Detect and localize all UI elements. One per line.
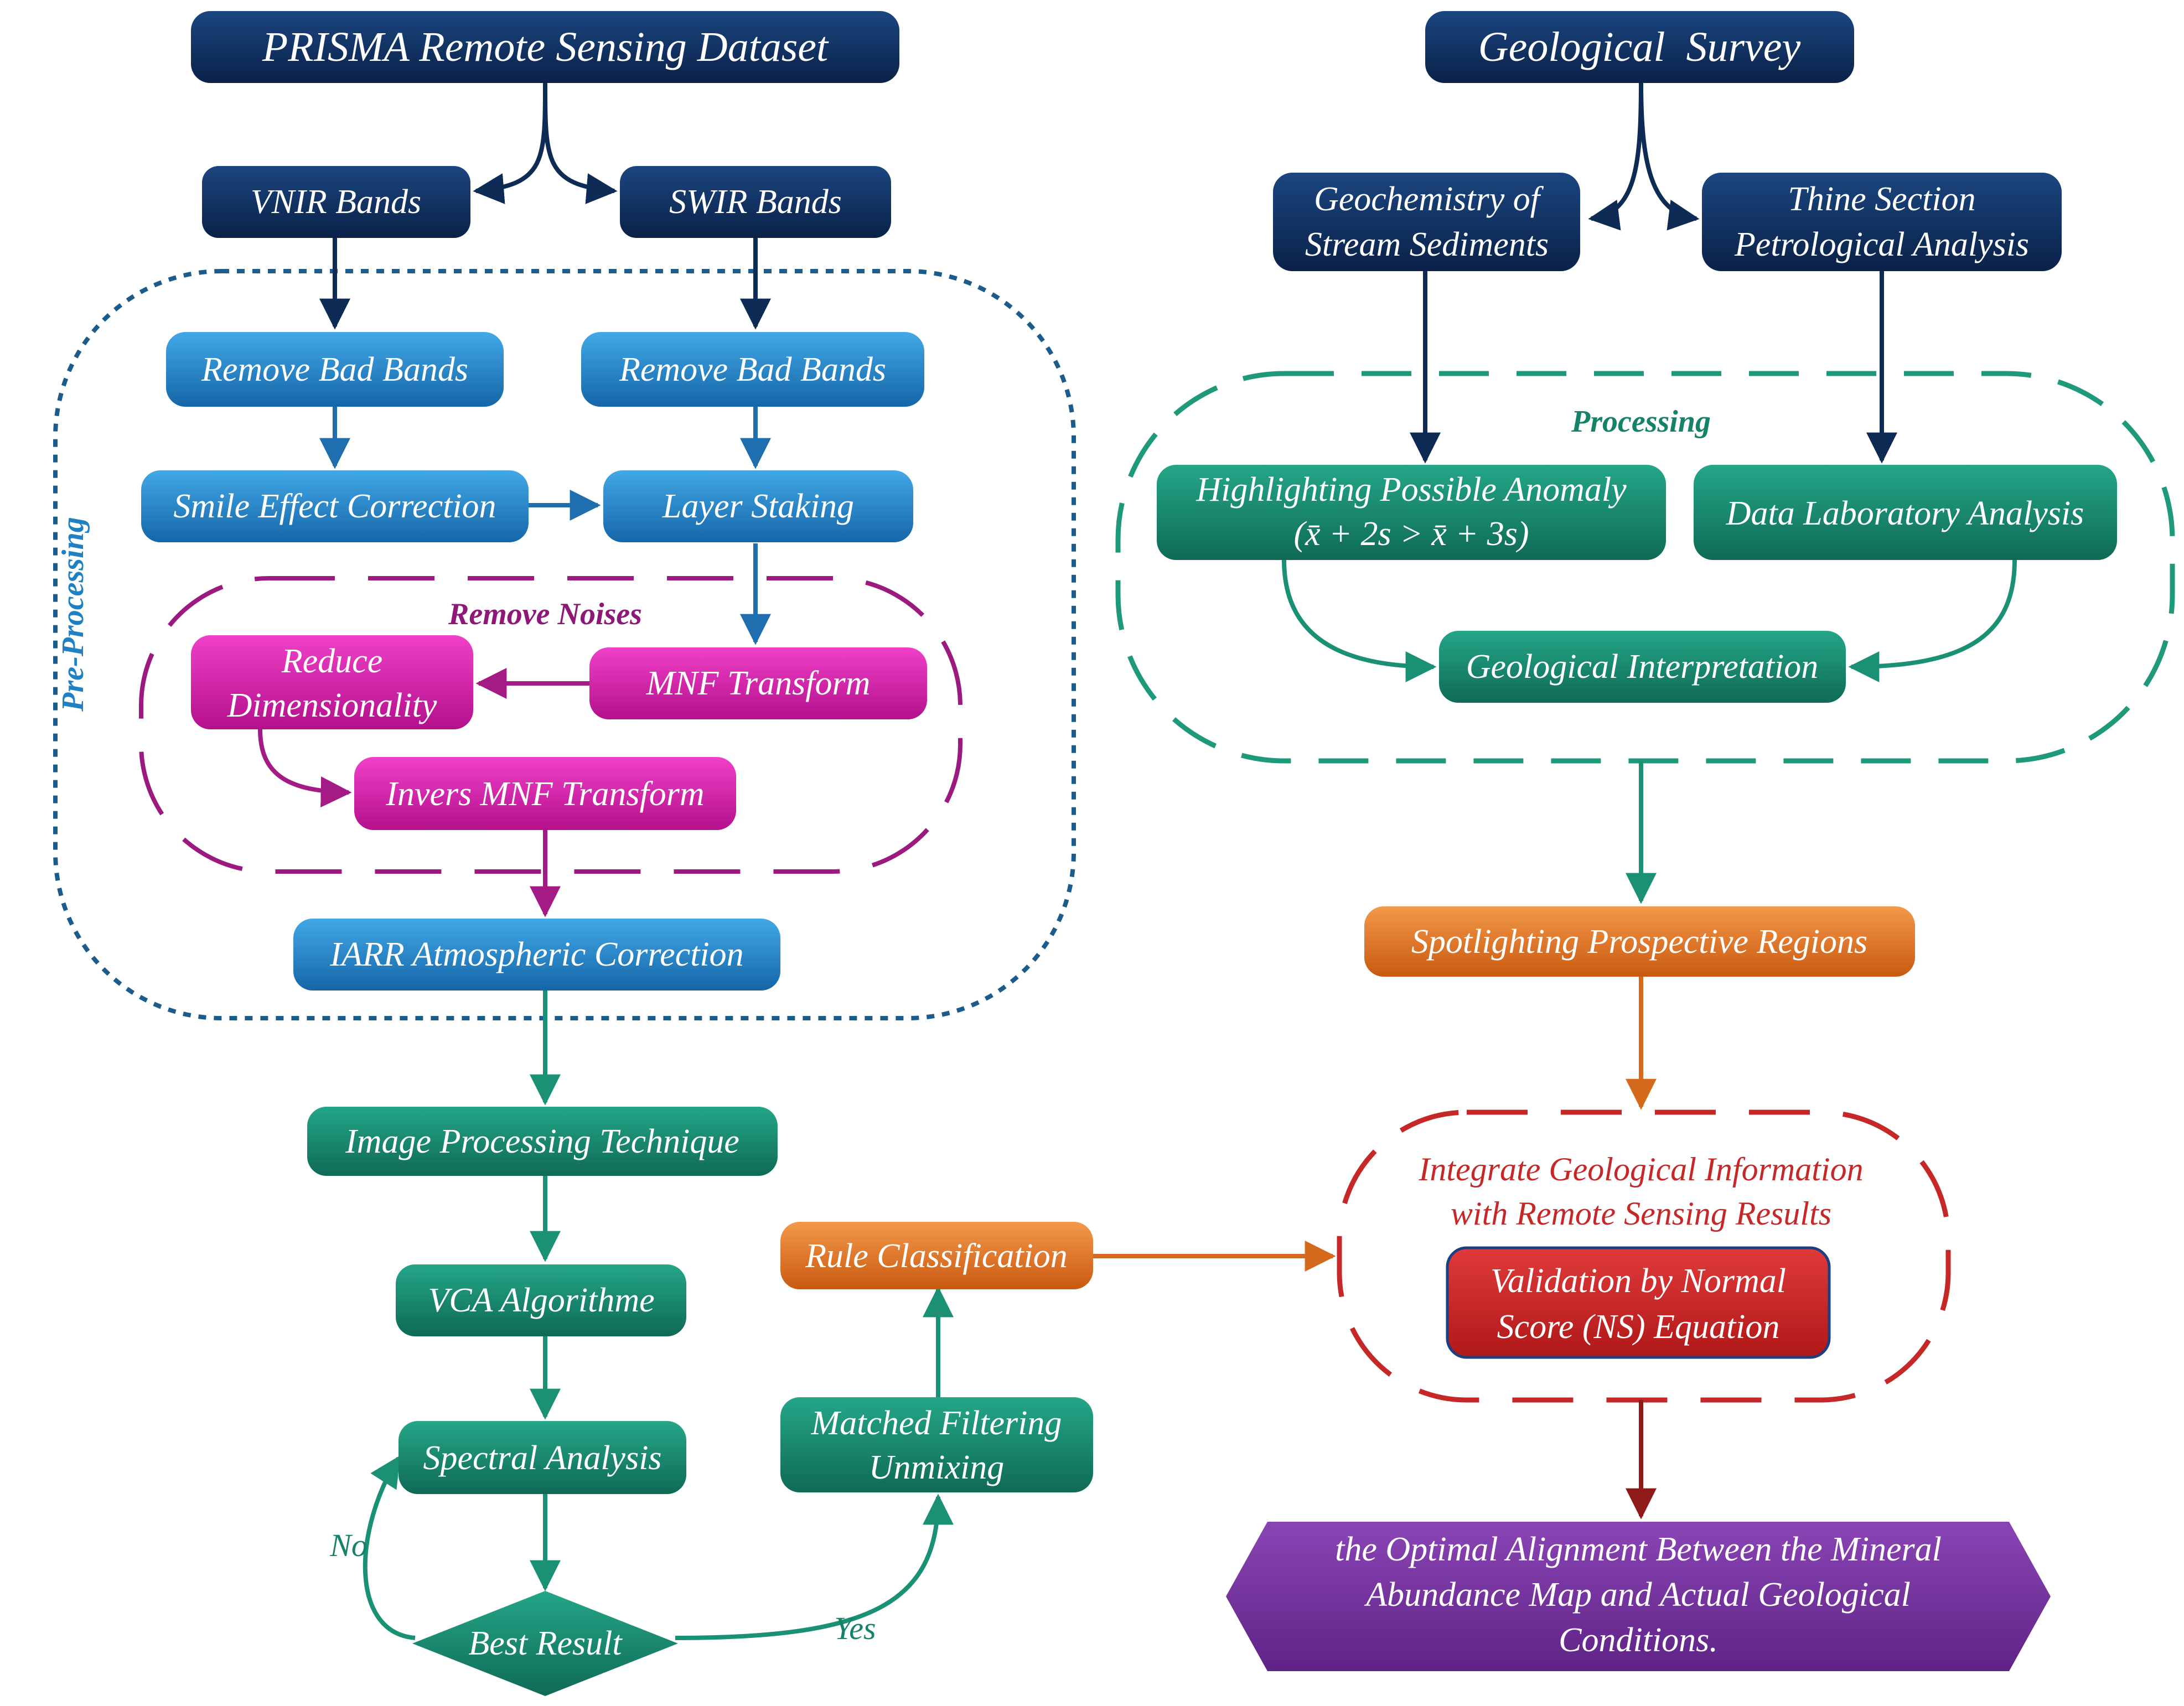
node-matched-filtering-label-2: Unmixing bbox=[869, 1449, 1005, 1486]
node-prisma: PRISMA Remote Sensing Dataset bbox=[191, 11, 899, 83]
node-image-processing-label: Image Processing Technique bbox=[345, 1123, 739, 1160]
edge-geosurvey-geochem bbox=[1588, 82, 1643, 231]
edge-reduce-invers bbox=[258, 729, 352, 808]
node-geological-survey-label: Geological Survey bbox=[1478, 24, 1801, 70]
edge-best-spectral-no bbox=[363, 1455, 416, 1640]
processing-group-label: Processing bbox=[1571, 405, 1711, 439]
node-geological-interpretation-label: Geological Interpretation bbox=[1466, 648, 1819, 686]
node-mnf-transform-label: MNF Transform bbox=[646, 665, 871, 702]
processing-group-border bbox=[1115, 371, 2175, 764]
preprocessing-group-label: Pre-Processing bbox=[56, 517, 90, 712]
node-remove-bad-bands-2: Remove Bad Bands bbox=[581, 332, 924, 407]
node-thine-section-label-2: Petrological Analysis bbox=[1734, 226, 2029, 263]
node-invers-mnf-label: Invers MNF Transform bbox=[385, 775, 704, 813]
node-spectral-analysis: Spectral Analysis bbox=[398, 1421, 686, 1494]
node-remove-bad-bands-1-label: Remove Bad Bands bbox=[201, 351, 468, 388]
node-highlighting-anomaly-label-2: (x̄ + 2s > x̄ + 3s) bbox=[1293, 515, 1529, 553]
node-mnf-transform: MNF Transform bbox=[589, 647, 927, 719]
integrate-group-label-line-1: Integrate Geological Information bbox=[1418, 1151, 1863, 1188]
edge-label-no: No bbox=[329, 1527, 368, 1563]
node-layer-staking-label: Layer Staking bbox=[662, 488, 854, 525]
node-optimal-alignment-label-3: Conditions. bbox=[1559, 1621, 1718, 1659]
node-remove-bad-bands-2-label: Remove Bad Bands bbox=[619, 351, 886, 388]
node-best-result: Best Result bbox=[412, 1591, 678, 1696]
node-highlighting-anomaly-label-1: Highlighting Possible Anomaly bbox=[1195, 471, 1627, 509]
node-rule-classification-label: Rule Classification bbox=[805, 1237, 1068, 1275]
node-best-result-label: Best Result bbox=[468, 1625, 623, 1662]
node-reduce-dimensionality-label-1: Reduce bbox=[281, 642, 382, 680]
node-invers-mnf: Invers MNF Transform bbox=[354, 757, 736, 830]
node-iarr-label: IARR Atmospheric Correction bbox=[329, 936, 743, 973]
node-spectral-analysis-label: Spectral Analysis bbox=[423, 1439, 661, 1477]
node-optimal-alignment: the Optimal Alignment Between the Minera… bbox=[1226, 1522, 2051, 1671]
node-optimal-alignment-label-2: Abundance Map and Actual Geological bbox=[1364, 1576, 1911, 1614]
node-data-laboratory: Data Laboratory Analysis bbox=[1694, 465, 2117, 560]
node-remove-bad-bands-1: Remove Bad Bands bbox=[166, 332, 504, 407]
node-validation-label-1: Validation by Normal bbox=[1490, 1262, 1786, 1300]
node-thine-section: Thine Section Petrological Analysis bbox=[1702, 173, 2062, 271]
preprocessing-group-border bbox=[53, 269, 1076, 1020]
edge-highlight-geointerp bbox=[1282, 559, 1437, 682]
node-thine-section-label-1: Thine Section bbox=[1788, 180, 1975, 218]
node-spotlighting: Spotlighting Prospective Regions bbox=[1364, 906, 1915, 977]
connectors bbox=[258, 82, 2017, 1640]
node-rule-classification: Rule Classification bbox=[780, 1222, 1093, 1289]
node-vca-label: VCA Algorithme bbox=[428, 1282, 654, 1319]
node-geological-survey: Geological Survey bbox=[1425, 11, 1854, 83]
node-highlighting-anomaly: Highlighting Possible Anomaly (x̄ + 2s >… bbox=[1157, 465, 1666, 560]
node-geological-interpretation: Geological Interpretation bbox=[1439, 631, 1846, 703]
node-prisma-label: PRISMA Remote Sensing Dataset bbox=[262, 24, 829, 70]
integrate-group-label-line-2: with Remote Sensing Results bbox=[1451, 1195, 1831, 1232]
node-image-processing: Image Processing Technique bbox=[307, 1107, 778, 1176]
integrate-group-border bbox=[1337, 1109, 1951, 1403]
node-layer-staking: Layer Staking bbox=[603, 470, 913, 542]
edge-datalab-geointerp bbox=[1848, 559, 2017, 682]
node-reduce-dimensionality-label-2: Dimensionality bbox=[227, 687, 437, 724]
node-matched-filtering: Matched Filtering Unmixing bbox=[780, 1397, 1093, 1492]
node-validation-label-2: Score (NS) Equation bbox=[1497, 1308, 1780, 1346]
noises-group-label: Remove Noises bbox=[448, 597, 642, 631]
edge-best-mf-yes bbox=[675, 1494, 954, 1640]
node-matched-filtering-label-1: Matched Filtering bbox=[811, 1404, 1062, 1442]
node-geochemistry: Geochemistry of Stream Sediments bbox=[1273, 173, 1580, 271]
node-optimal-alignment-label-1: the Optimal Alignment Between the Minera… bbox=[1335, 1531, 1942, 1568]
node-iarr: IARR Atmospheric Correction bbox=[293, 919, 780, 991]
node-data-laboratory-label: Data Laboratory Analysis bbox=[1726, 495, 2084, 532]
edge-geosurvey-thine bbox=[1639, 82, 1700, 231]
edge-prisma-vnir bbox=[473, 82, 547, 204]
node-smile-effect-label: Smile Effect Correction bbox=[173, 488, 496, 525]
node-geochemistry-label-2: Stream Sediments bbox=[1305, 226, 1549, 263]
node-vnir: VNIR Bands bbox=[202, 166, 470, 238]
node-validation: Validation by Normal Score (NS) Equation bbox=[1446, 1246, 1831, 1359]
node-reduce-dimensionality: Reduce Dimensionality bbox=[191, 635, 473, 729]
node-smile-effect: Smile Effect Correction bbox=[141, 470, 529, 542]
edge-label-yes: Yes bbox=[834, 1610, 876, 1646]
node-swir: SWIR Bands bbox=[620, 166, 891, 238]
node-vnir-label: VNIR Bands bbox=[251, 183, 421, 221]
node-swir-label: SWIR Bands bbox=[669, 183, 842, 221]
node-vca: VCA Algorithme bbox=[396, 1264, 686, 1336]
edge-prisma-swir bbox=[543, 82, 618, 204]
node-spotlighting-label: Spotlighting Prospective Regions bbox=[1411, 923, 1867, 961]
node-geochemistry-label-1: Geochemistry of bbox=[1314, 180, 1544, 218]
